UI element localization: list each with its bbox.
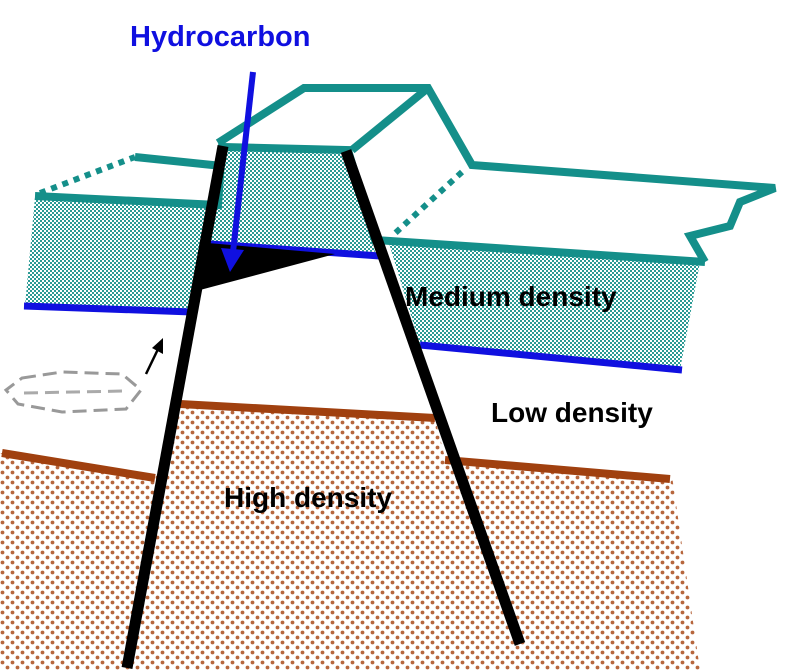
hydrocarbon-arrow-shaft bbox=[230, 71, 256, 253]
high-density-top-left bbox=[1, 449, 156, 482]
dashed-hexagon bbox=[3, 370, 144, 414]
hydrocarbon-arrow-head bbox=[221, 248, 244, 272]
medium-density-layer-crest bbox=[212, 148, 375, 252]
top-of-medium-layer bbox=[34, 142, 706, 266]
medium-density-label: Medium density bbox=[405, 281, 617, 312]
dotted-edge-right bbox=[389, 169, 465, 239]
medium-base-right bbox=[419, 341, 683, 374]
high-density-top-right bbox=[444, 456, 671, 483]
high-density-top-crest bbox=[179, 400, 436, 422]
medium-density-layer-left bbox=[25, 197, 222, 312]
top-surface-ridge bbox=[349, 84, 431, 154]
top-surface-outline bbox=[215, 84, 777, 264]
fault-left bbox=[121, 145, 229, 669]
dotted-edge-left bbox=[38, 154, 137, 196]
migration-arrow-head bbox=[152, 338, 163, 354]
dashed-hexagon-line bbox=[23, 389, 125, 395]
fault-right bbox=[340, 149, 526, 646]
hydrocarbon-label: Hydrocarbon bbox=[130, 21, 310, 53]
medium-base-left bbox=[23, 302, 193, 316]
top-edge-back bbox=[134, 153, 223, 170]
low-density-label: Low density bbox=[491, 397, 653, 428]
high-density-label: High density bbox=[224, 482, 392, 513]
high-density-layer bbox=[0, 404, 700, 670]
medium-density-layer-right bbox=[388, 240, 700, 370]
